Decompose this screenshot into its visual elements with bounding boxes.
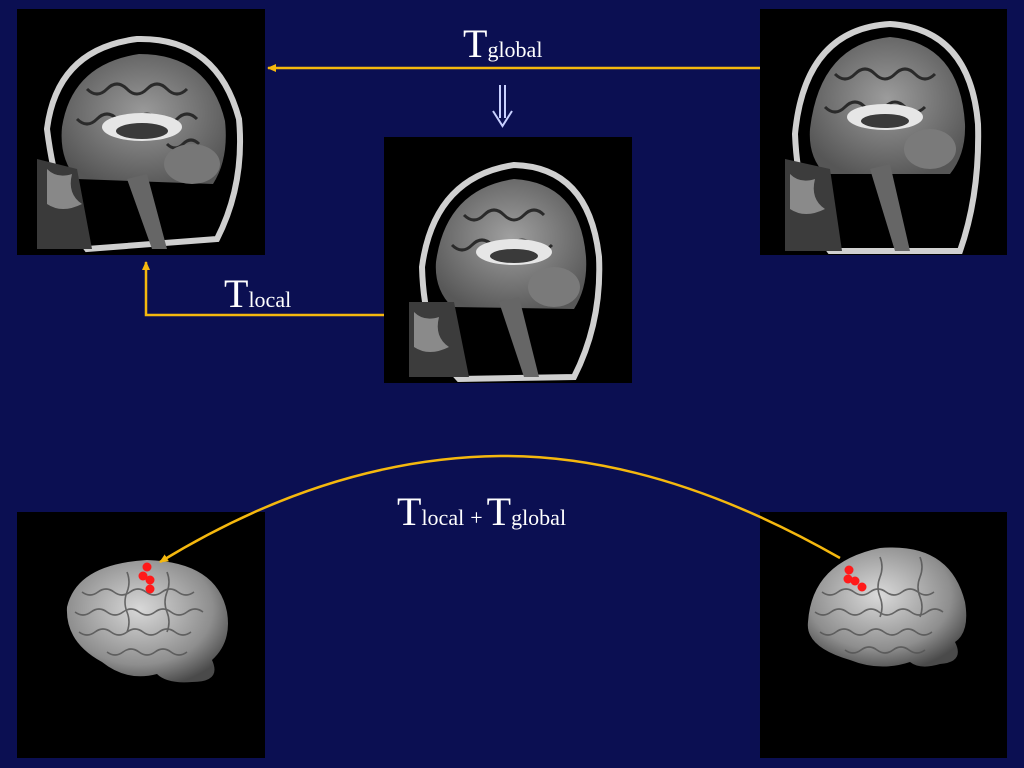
label-t-local: Tlocal	[224, 274, 291, 314]
label-main: T	[463, 21, 488, 66]
label-subscript: local	[421, 505, 465, 530]
mri-sagittal-image	[17, 9, 265, 255]
label-main: T	[486, 489, 512, 534]
electrode-marker	[145, 575, 155, 585]
mri-sagittal-image	[384, 137, 632, 383]
brain-surface-render	[17, 512, 265, 758]
electrode-marker	[850, 576, 860, 586]
mri-sagittal-intermediate	[384, 137, 632, 383]
electrode-markers	[843, 565, 867, 592]
mri-sagittal-target	[17, 9, 265, 255]
label-subscript: global	[487, 37, 543, 62]
electrode-marker	[142, 562, 152, 572]
plus-sign: +	[470, 505, 483, 530]
electrode-marker	[138, 571, 148, 581]
electrode-marker	[857, 582, 867, 592]
label-subscript: global	[511, 505, 567, 530]
mri-sagittal-source	[760, 9, 1007, 255]
label-subscript: local	[248, 287, 292, 312]
label-main: T	[397, 489, 422, 534]
mri-sagittal-image	[760, 9, 1007, 255]
label-t-local-plus-t-global: Tlocal+Tglobal	[397, 492, 566, 532]
label-t-global: Tglobal	[463, 24, 542, 64]
electrode-marker	[844, 565, 854, 575]
electrode-marker	[145, 584, 155, 594]
double-line-down-arrow-icon	[492, 85, 513, 128]
electrode-markers	[138, 562, 155, 594]
electrode-marker	[843, 574, 853, 584]
brain-surface-source	[760, 512, 1007, 758]
brain-surface-target	[17, 512, 265, 758]
brain-surface-render	[760, 512, 1007, 758]
label-main: T	[224, 271, 249, 316]
